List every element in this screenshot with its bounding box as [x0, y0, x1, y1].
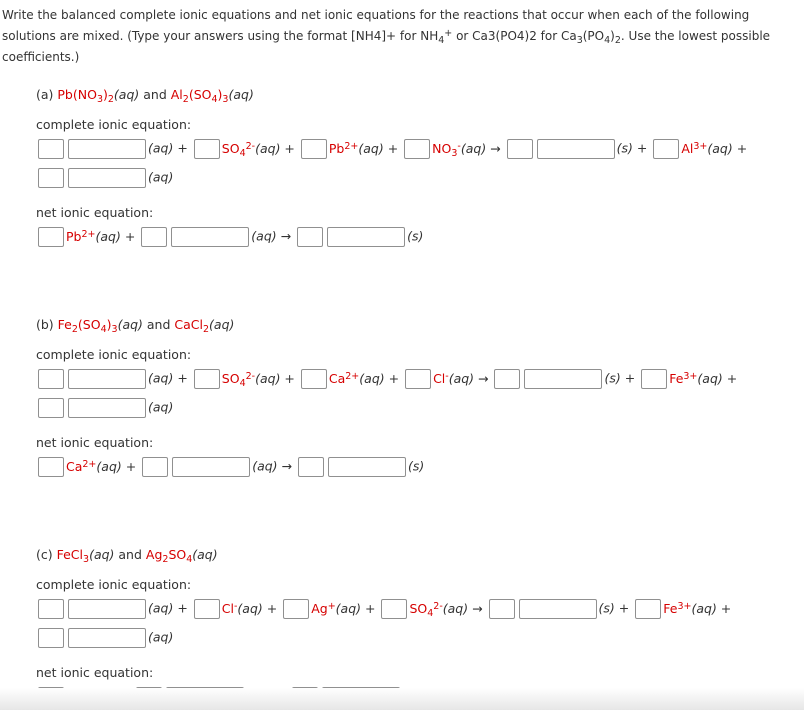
formula-input[interactable]	[172, 456, 251, 477]
coefficient-input[interactable]	[283, 598, 310, 619]
formula-input[interactable]	[518, 598, 597, 619]
equation-line: (aq) + SO42-(aq) + Pb2+(aq) + NO3-(aq) →…	[36, 137, 798, 161]
problem-section-b: (b) Fe2(SO4)3(aq) and CaCl2(aq) complete…	[36, 315, 798, 479]
equation-line: (aq) + SO42-(aq) + Ca2+(aq) + Cl-(aq) → …	[36, 367, 798, 391]
coefficient-input[interactable]	[297, 226, 324, 247]
coefficient-input[interactable]	[653, 138, 680, 159]
section-heading: (c) FeCl3(aq) and Ag2SO4(aq)	[36, 547, 218, 565]
equation-term: (s)	[407, 228, 424, 244]
coefficient-input[interactable]	[38, 598, 64, 619]
equation-term: (aq) +	[148, 600, 192, 616]
formula-input[interactable]	[327, 456, 406, 477]
equation-line: (aq)	[36, 166, 798, 190]
formula-input[interactable]	[68, 598, 146, 619]
coefficient-input[interactable]	[38, 368, 64, 389]
net-ionic-label: net ionic equation:	[36, 665, 154, 680]
equation-term: (aq)	[148, 169, 174, 185]
equation-term: Pb2+(aq) +	[66, 228, 140, 244]
section-heading: (a) Pb(NO3)2(aq) and Al2(SO4)3(aq)	[36, 87, 254, 105]
coefficient-input[interactable]	[193, 138, 220, 159]
net-ionic-label: net ionic equation:	[36, 205, 154, 220]
problem-section-a: (a) Pb(NO3)2(aq) and Al2(SO4)3(aq) compl…	[36, 85, 798, 249]
formula-input[interactable]	[171, 226, 250, 247]
sections-host: (a) Pb(NO3)2(aq) and Al2(SO4)3(aq) compl…	[0, 85, 804, 709]
equation-term: Ca2+(aq) +	[328, 370, 404, 386]
coefficient-input[interactable]	[141, 226, 168, 247]
complete-ionic-equation: (aq) + SO42-(aq) + Pb2+(aq) + NO3-(aq) →…	[36, 137, 798, 190]
equation-term: Al3+(aq) +	[681, 140, 752, 156]
complete-ionic-equation: (aq) + Cl-(aq) + Ag+(aq) + SO42-(aq) → (…	[36, 597, 798, 650]
formula-input[interactable]	[68, 167, 146, 188]
coefficient-input[interactable]	[494, 368, 521, 389]
equation-term: (aq) →	[251, 228, 296, 244]
equation-term: (aq)	[148, 399, 174, 415]
coefficient-input[interactable]	[193, 368, 220, 389]
problem-instructions: Write the balanced complete ionic equati…	[2, 8, 771, 64]
formula-input[interactable]	[327, 226, 406, 247]
coefficient-input[interactable]	[300, 368, 327, 389]
equation-term: Pb2+(aq) +	[328, 140, 403, 156]
coefficient-input[interactable]	[300, 138, 327, 159]
equation-term: (aq) +	[148, 370, 192, 386]
coefficient-input[interactable]	[38, 627, 64, 648]
net-ionic-equation: Pb2+(aq) + (aq) → (s)	[36, 225, 798, 249]
equation-term: Cl-(aq) →	[433, 370, 493, 386]
coefficient-input[interactable]	[635, 598, 662, 619]
formula-input[interactable]	[68, 368, 146, 389]
coefficient-input[interactable]	[38, 226, 64, 247]
coefficient-input[interactable]	[641, 368, 668, 389]
complete-ionic-equation: (aq) + SO42-(aq) + Ca2+(aq) + Cl-(aq) → …	[36, 367, 798, 420]
formula-input[interactable]	[68, 138, 146, 159]
equation-term: Ag+(aq) +	[311, 600, 380, 616]
coefficient-input[interactable]	[404, 138, 431, 159]
equation-line: Pb2+(aq) + (aq) → (s)	[36, 225, 798, 249]
equation-term: Fe3+(aq) +	[669, 370, 742, 386]
formula-input[interactable]	[524, 368, 603, 389]
equation-line: (aq)	[36, 626, 798, 650]
complete-ionic-label: complete ionic equation:	[36, 347, 192, 362]
coefficient-input[interactable]	[38, 167, 64, 188]
coefficient-input[interactable]	[488, 598, 515, 619]
equation-term: (s) +	[604, 370, 640, 386]
equation-term: SO42-(aq) +	[221, 370, 299, 389]
net-ionic-equation: Ca2+(aq) + (aq) → (s)	[36, 455, 798, 479]
formula-input[interactable]	[68, 397, 146, 418]
coefficient-input[interactable]	[405, 368, 432, 389]
section-heading: (b) Fe2(SO4)3(aq) and CaCl2(aq)	[36, 317, 235, 335]
coefficient-input[interactable]	[38, 138, 64, 159]
page-bottom-gradient	[0, 688, 804, 710]
equation-term: Fe3+(aq) +	[663, 600, 736, 616]
equation-term: (aq)	[148, 629, 174, 645]
coefficient-input[interactable]	[193, 598, 220, 619]
equation-term: NO3-(aq) →	[432, 140, 505, 159]
problem-section-c: (c) FeCl3(aq) and Ag2SO4(aq) complete io…	[36, 545, 798, 709]
coefficient-input[interactable]	[381, 598, 408, 619]
equation-line: (aq)	[36, 396, 798, 420]
complete-ionic-label: complete ionic equation:	[36, 577, 192, 592]
equation-term: SO42-(aq) →	[409, 600, 487, 619]
equation-term: (s) +	[598, 600, 634, 616]
formula-input[interactable]	[68, 627, 146, 648]
coefficient-input[interactable]	[38, 397, 64, 418]
coefficient-input[interactable]	[506, 138, 533, 159]
complete-ionic-label: complete ionic equation:	[36, 117, 192, 132]
net-ionic-label: net ionic equation:	[36, 435, 154, 450]
coefficient-input[interactable]	[297, 456, 324, 477]
equation-term: Cl-(aq) +	[221, 600, 282, 616]
coefficient-input[interactable]	[142, 456, 169, 477]
equation-term: (aq) +	[148, 140, 192, 156]
equation-term: (s)	[407, 458, 425, 474]
equation-line: Ca2+(aq) + (aq) → (s)	[36, 455, 798, 479]
equation-term: (s) +	[616, 140, 652, 156]
coefficient-input[interactable]	[38, 456, 64, 477]
equation-line: (aq) + Cl-(aq) + Ag+(aq) + SO42-(aq) → (…	[36, 597, 798, 621]
equation-term: Ca2+(aq) +	[66, 458, 141, 474]
equation-term: SO42-(aq) +	[221, 140, 299, 159]
equation-term: (aq) →	[252, 458, 296, 474]
formula-input[interactable]	[536, 138, 615, 159]
